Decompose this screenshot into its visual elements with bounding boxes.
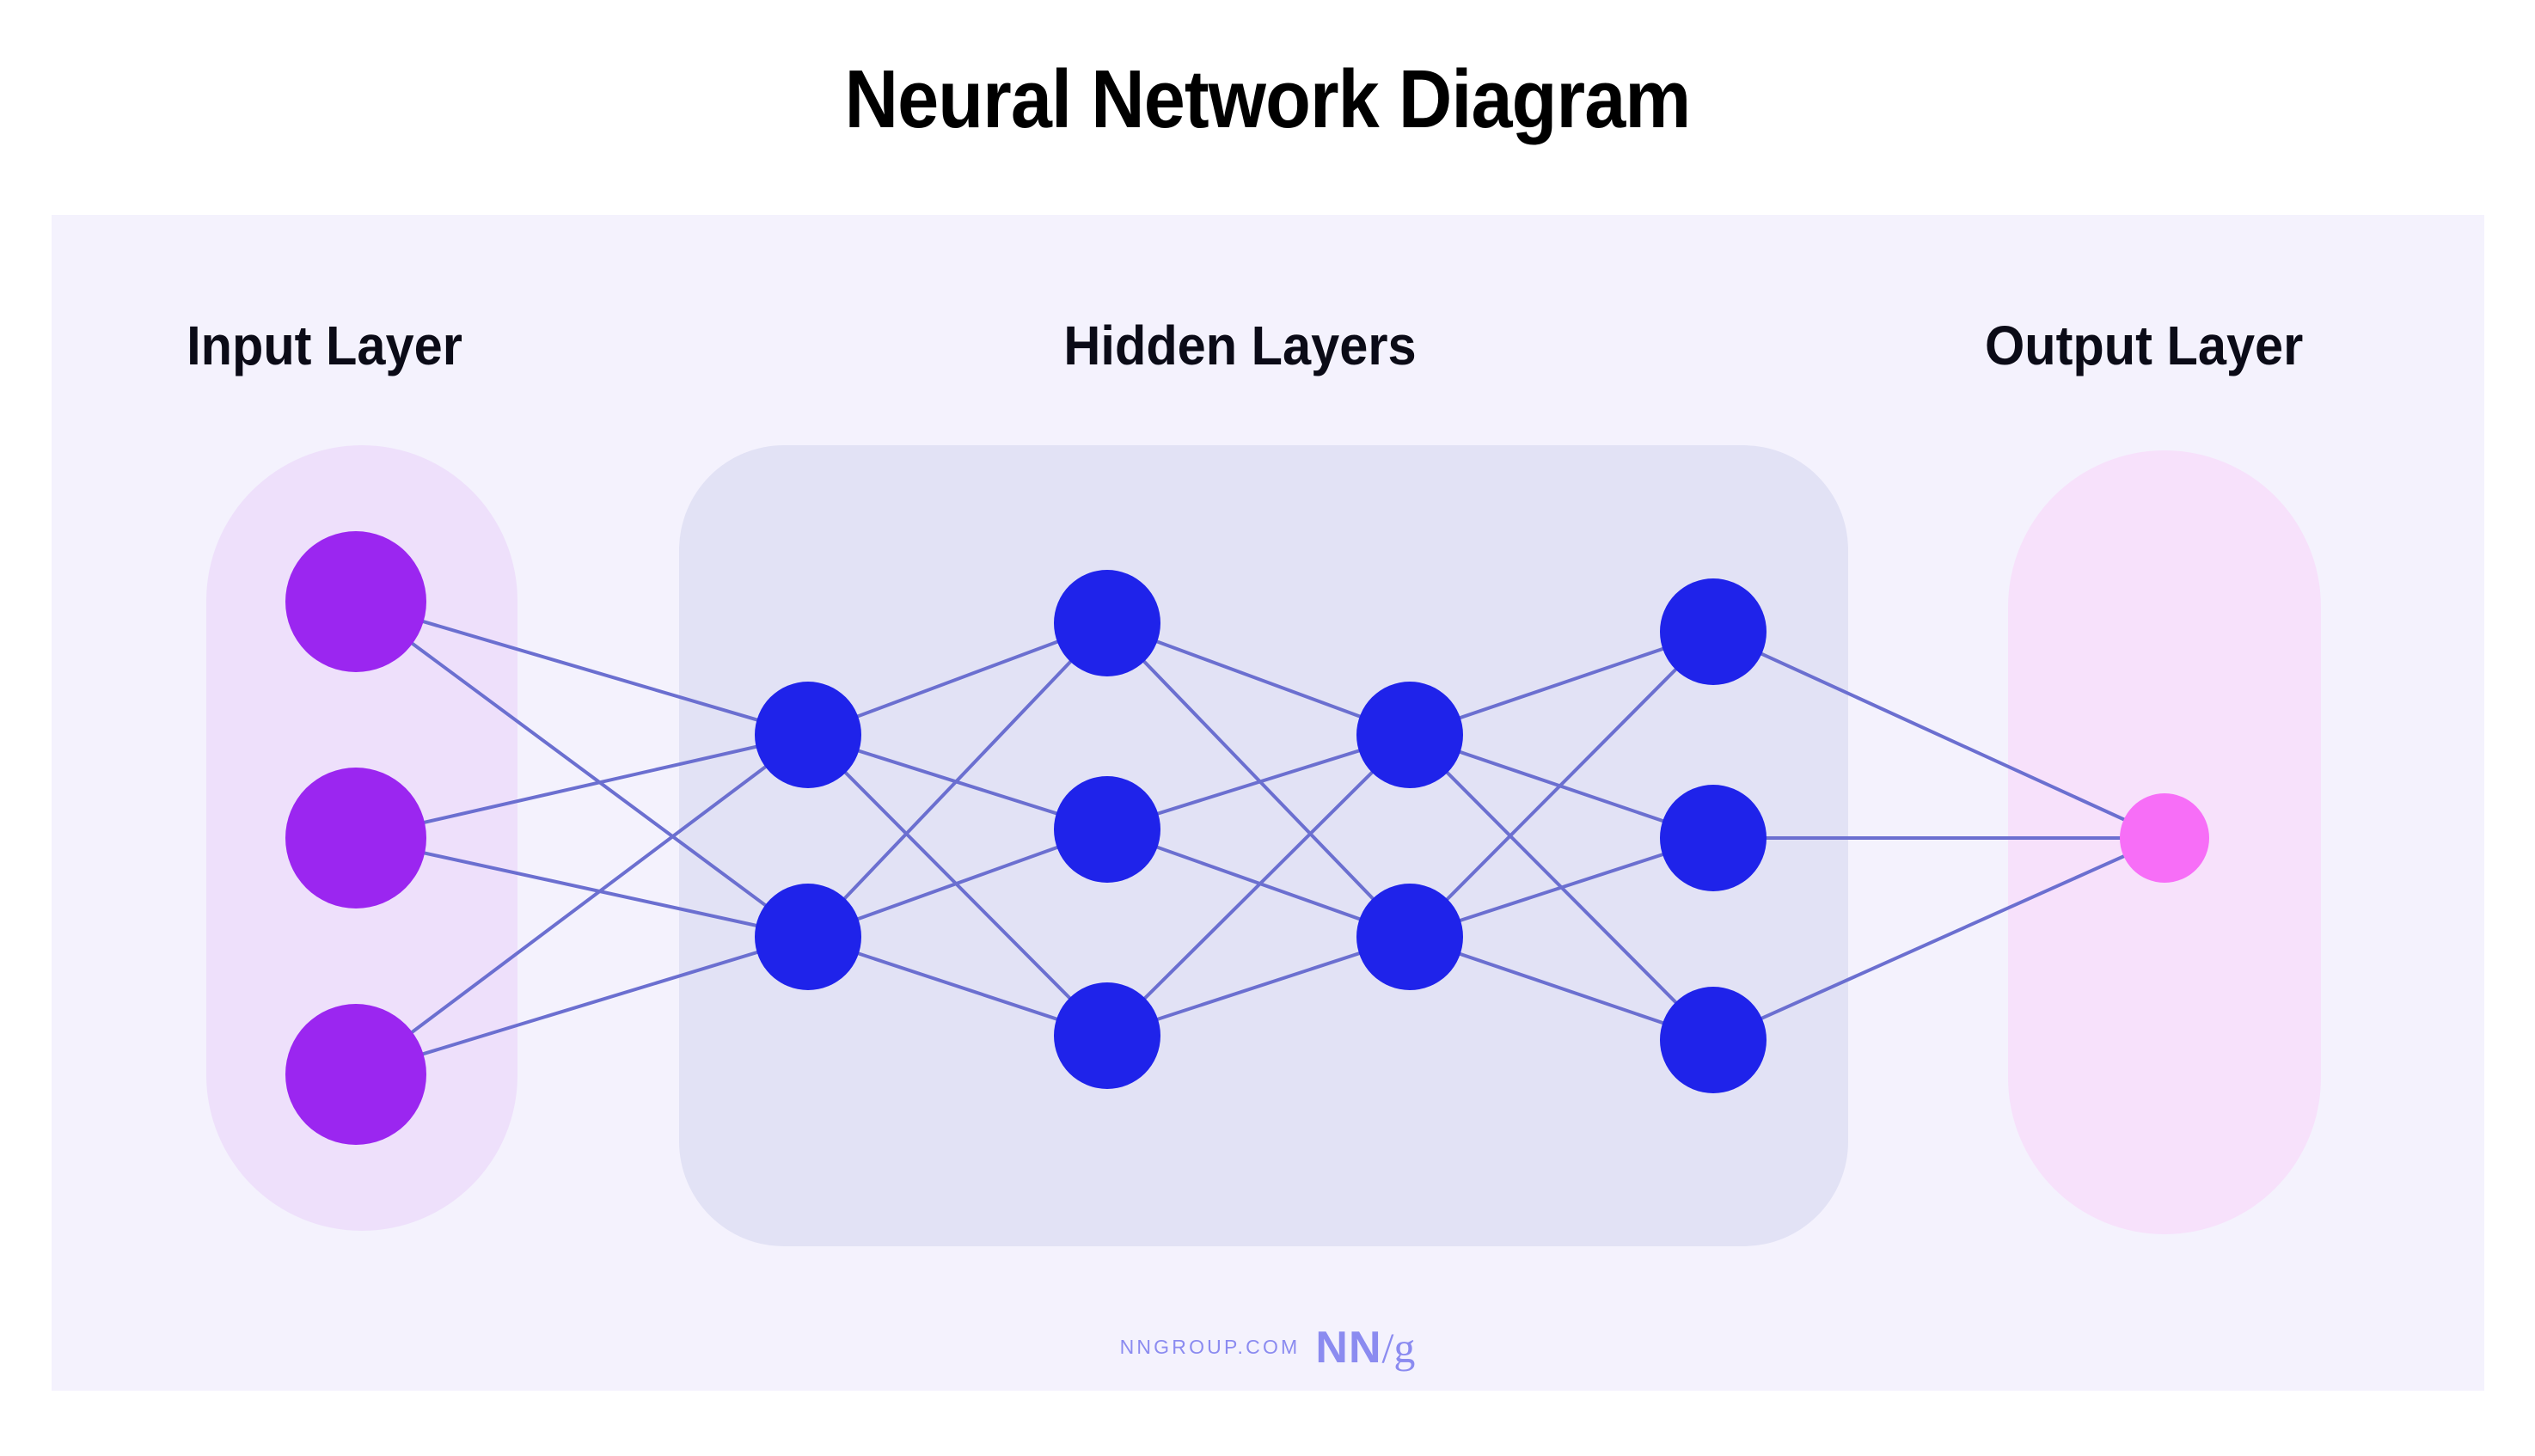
output-layer-group [2008, 450, 2321, 1234]
nng-logo-nn: NN [1315, 1323, 1382, 1373]
page-title: Neural Network Diagram [844, 53, 1692, 145]
input-layer-group [206, 445, 517, 1231]
footer: NNGROUP.COM NN/g [0, 1322, 2535, 1373]
input-layer-label: Input Layer [187, 315, 462, 376]
nng-logo-slash-g: /g [1381, 1324, 1416, 1372]
nng-logo: NN/g [1315, 1323, 1415, 1373]
hidden-layers-label: Hidden Layers [1063, 315, 1417, 376]
output-layer-label: Output Layer [1984, 315, 2304, 376]
hidden-layers-group [679, 445, 1848, 1246]
footer-url: NNGROUP.COM [1119, 1336, 1301, 1358]
